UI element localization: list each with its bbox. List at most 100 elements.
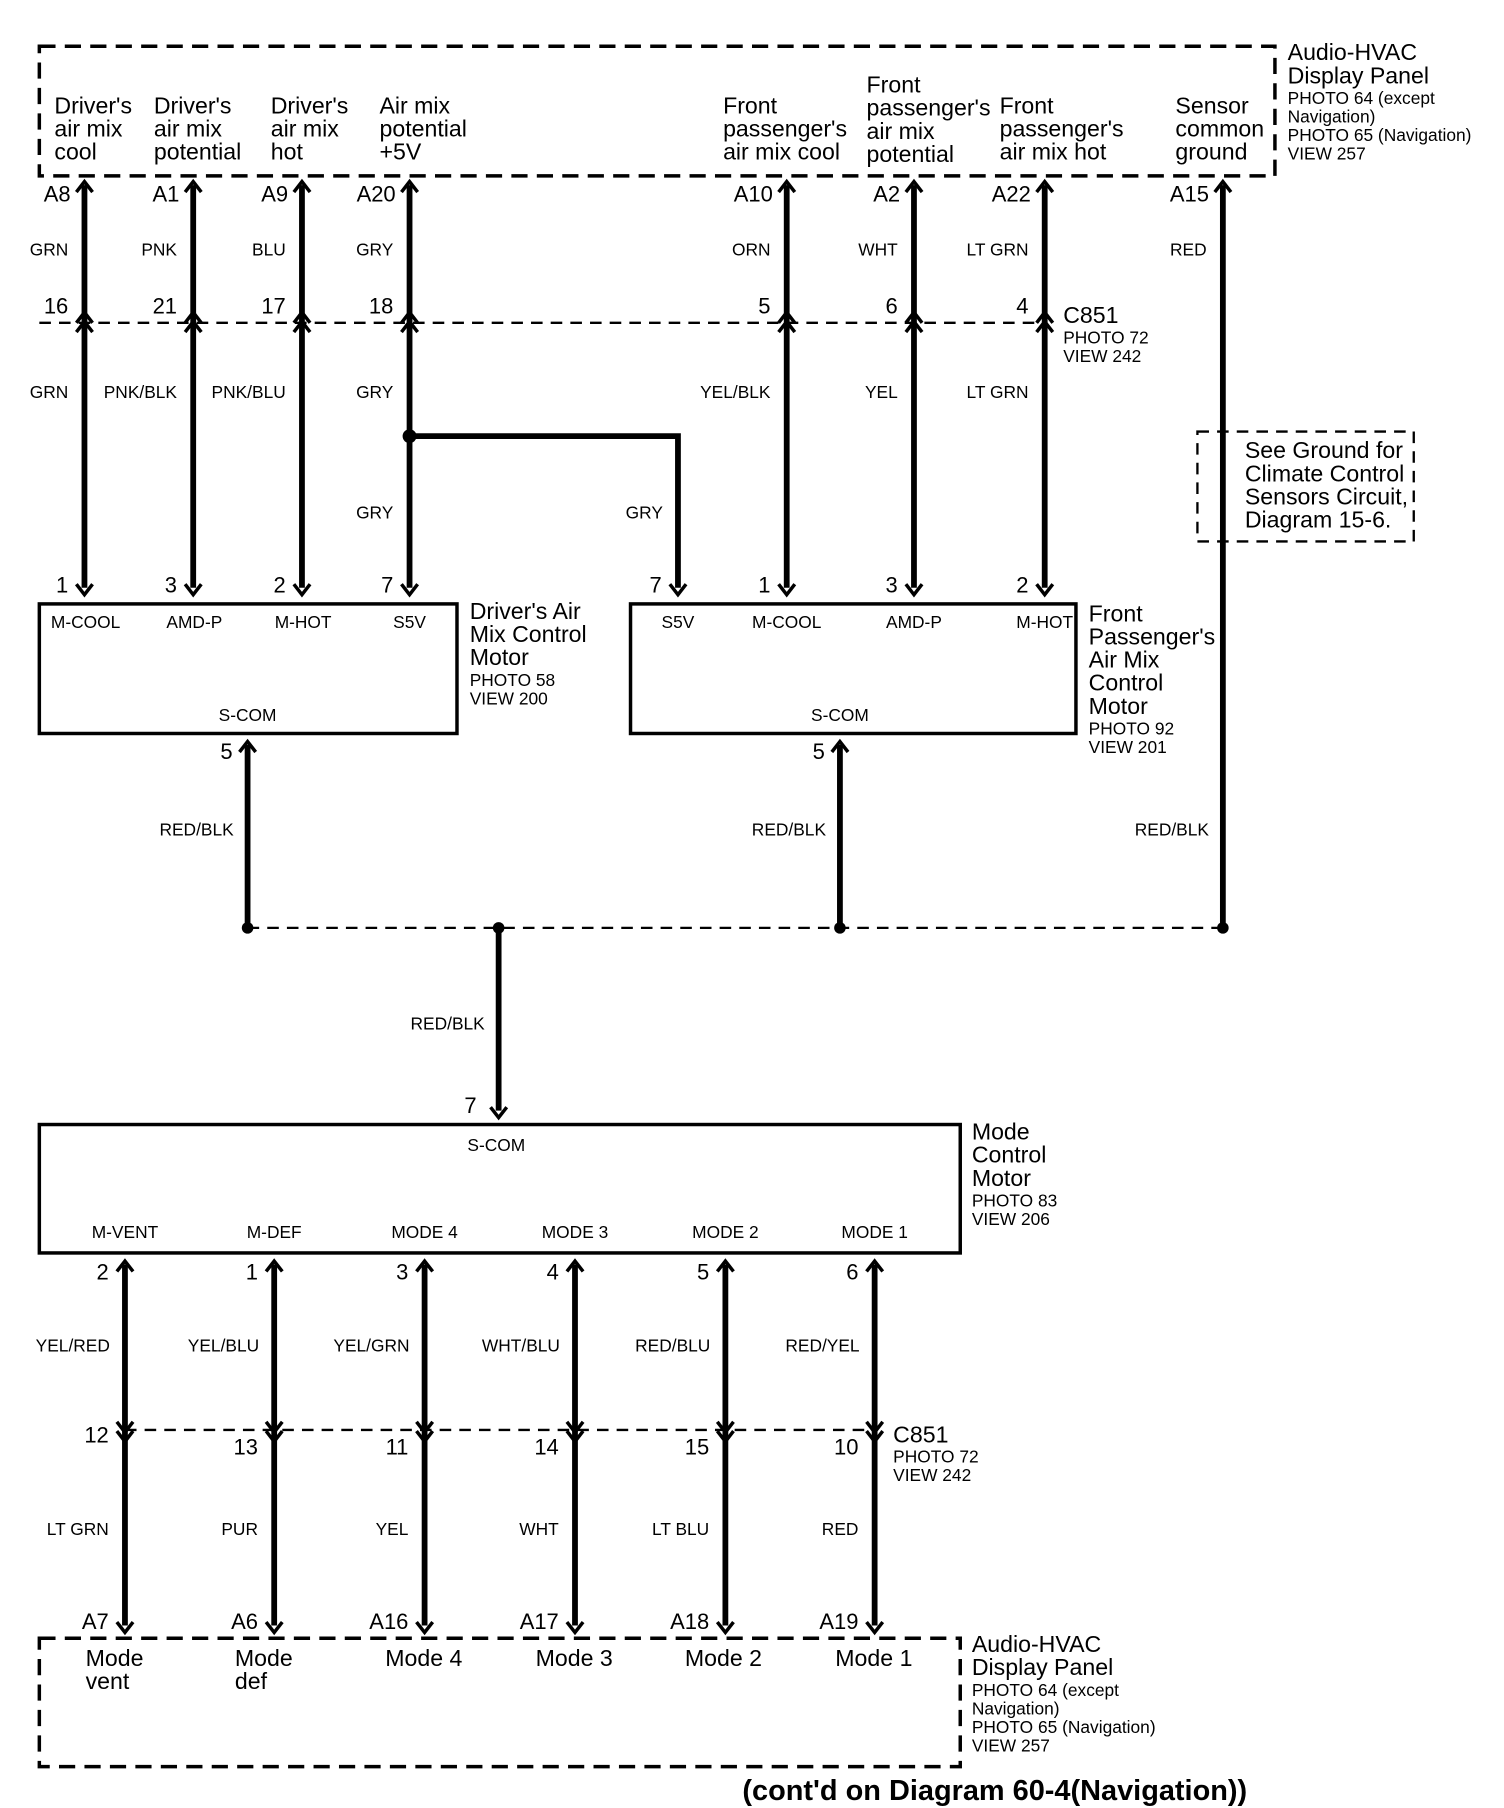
- c851-bottom-ref: PHOTO 72: [893, 1446, 978, 1466]
- driver-motor-chevron: [183, 583, 203, 598]
- ground-bus-dot: [1217, 922, 1229, 934]
- c851-bottom-chevron: [865, 1420, 885, 1436]
- mode-motor-terminal: M-VENT: [92, 1222, 159, 1242]
- driver-motor-title: Driver's Air: [470, 598, 581, 624]
- top-terminal-label: air mix: [867, 118, 936, 144]
- top-terminal-label: air mix cool: [723, 139, 840, 165]
- driver-motor-scom: S-COM: [219, 705, 277, 725]
- top-terminal-pin: A2: [873, 181, 900, 206]
- passenger-motor-terminal: S5V: [662, 612, 695, 632]
- c851-bottom-pin: 14: [534, 1434, 558, 1459]
- passenger-scom-chevron: [830, 738, 850, 754]
- top-terminal-chevron: [74, 178, 94, 194]
- bottom-panel-chevron: [415, 1620, 435, 1636]
- driver-motor-terminal: M-HOT: [275, 612, 332, 632]
- ground-bus-dot: [834, 922, 846, 934]
- wire-color: RED: [822, 1519, 859, 1539]
- driver-motor-pin: 7: [381, 572, 393, 597]
- mode-motor-scom: S-COM: [467, 1135, 525, 1155]
- top-terminal-label: air mix: [271, 116, 340, 142]
- top-terminal-label: Front: [723, 92, 778, 118]
- bottom-panel-chevron: [865, 1620, 885, 1636]
- passenger-motor-title: Passenger's: [1089, 623, 1216, 649]
- top-terminal-label: cool: [54, 139, 96, 165]
- mode-motor-terminal: MODE 1: [841, 1222, 908, 1242]
- mode-motor-title: Mode: [972, 1119, 1030, 1145]
- wire-color: LT GRN: [47, 1519, 109, 1539]
- see-ground-note: Diagram 15-6.: [1245, 507, 1392, 533]
- mode-motor-pin: 2: [97, 1260, 109, 1285]
- bottom-panel-terminal-label: Mode: [86, 1645, 144, 1671]
- top-terminal-label: Driver's: [54, 92, 132, 118]
- driver-motor-box: [37, 602, 459, 736]
- wire-color: ORN: [732, 240, 771, 260]
- passenger-motor-terminal: AMD-P: [886, 612, 942, 632]
- bottom-panel-terminal-label: def: [235, 1668, 268, 1694]
- wire-color: WHT/BLU: [482, 1335, 560, 1355]
- passenger-motor-pin: 1: [758, 572, 770, 597]
- wire-color: GRY: [626, 502, 664, 522]
- top-terminal-label: air mix: [54, 116, 123, 142]
- mode-motor-pin: 1: [246, 1260, 258, 1285]
- top-terminal-pin: A20: [357, 181, 396, 206]
- bottom-panel-terminal-label: Mode: [235, 1645, 293, 1671]
- wire-color: RED/BLK: [411, 1014, 486, 1034]
- wire-color: PNK/BLU: [212, 382, 286, 402]
- passenger-motor-box: [628, 602, 1078, 736]
- driver-motor-chevron: [292, 583, 312, 598]
- see-ground-note: Climate Control: [1245, 460, 1404, 486]
- c851-bottom-pin: 15: [685, 1434, 709, 1459]
- mode-motor-pin: 5: [697, 1260, 709, 1285]
- passenger-motor-chevron: [777, 583, 797, 598]
- mode-motor-pin: 6: [846, 1260, 858, 1285]
- top-terminal-pin: A10: [734, 181, 773, 206]
- mode-motor-title: Control: [972, 1142, 1047, 1168]
- driver-scom-pin: 5: [220, 739, 232, 764]
- c851-bottom-chevron: [415, 1430, 435, 1445]
- c851-top-pin: 5: [758, 294, 770, 319]
- driver-motor-pin: 1: [56, 572, 68, 597]
- mode-motor-pin: 4: [547, 1260, 559, 1285]
- bottom-panel-title: Audio-HVAC: [972, 1631, 1101, 1657]
- see-ground-note: Sensors Circuit,: [1245, 483, 1408, 509]
- top-terminal-pin: A9: [261, 181, 288, 206]
- bottom-panel-pin: A18: [670, 1609, 709, 1634]
- top-panel-ref: VIEW 257: [1288, 144, 1366, 164]
- top-terminal-label: Air mix: [379, 92, 450, 118]
- driver-motor-ref: PHOTO 58: [470, 670, 555, 690]
- wire-s5v-passenger: [409, 433, 681, 588]
- top-terminal-chevron: [1035, 178, 1055, 194]
- bottom-panel-chevron: [715, 1620, 735, 1636]
- top-terminal-chevron: [400, 178, 420, 194]
- top-terminal-label: air mix: [154, 116, 223, 142]
- c851-top-ref: PHOTO 72: [1063, 328, 1148, 348]
- see-ground-box: [1196, 430, 1415, 543]
- mode-motor-terminal: MODE 2: [692, 1222, 758, 1242]
- wire-color: RED/BLU: [635, 1335, 710, 1355]
- top-terminal-chevron: [292, 178, 312, 194]
- bottom-panel-terminal-label: Mode 1: [835, 1645, 912, 1671]
- c851-top-ref: VIEW 242: [1063, 346, 1141, 366]
- bottom-panel-terminal-label: Mode 3: [536, 1645, 613, 1671]
- bottom-panel-pin: A7: [82, 1609, 109, 1634]
- mode-motor-chevron: [115, 1258, 135, 1273]
- c851-bottom-name: C851: [893, 1422, 948, 1448]
- top-terminal-label: Sensor: [1175, 92, 1249, 118]
- top-terminal-label: Driver's: [271, 92, 349, 118]
- bottom-panel-ref: Navigation): [972, 1699, 1060, 1719]
- mode-scom-chevron: [489, 1106, 509, 1121]
- c851-top-pin: 17: [261, 294, 285, 319]
- wire-color: YEL/BLU: [188, 1335, 259, 1355]
- wire-color: BLU: [252, 240, 286, 260]
- wire-color: RED/YEL: [785, 1335, 860, 1355]
- passenger-motor-title: Front: [1089, 600, 1144, 626]
- driver-scom-chevron: [238, 738, 258, 754]
- wire-color: PNK/BLK: [104, 382, 178, 402]
- bottom-panel-ref: PHOTO 65 (Navigation): [972, 1717, 1156, 1737]
- bottom-panel-chevron: [115, 1620, 135, 1636]
- mode-motor-chevron: [715, 1258, 735, 1273]
- top-terminal-label: potential: [154, 139, 241, 165]
- wire-color: GRY: [356, 240, 394, 260]
